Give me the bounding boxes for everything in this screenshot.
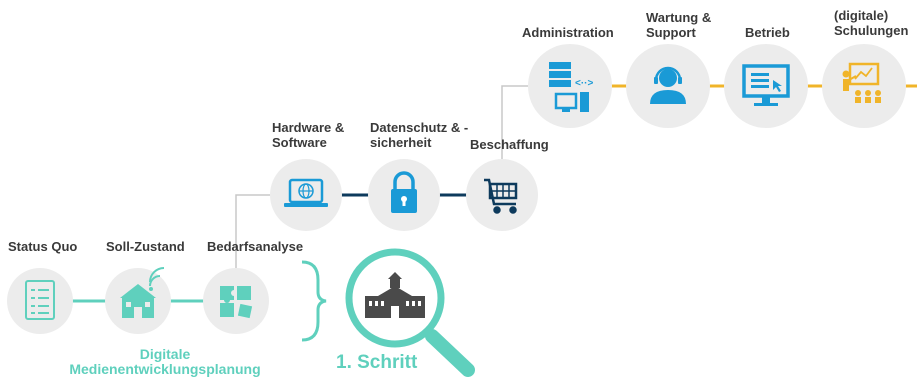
status-quo-circle — [7, 268, 73, 334]
first-step-label: 1. Schritt — [336, 352, 418, 373]
datenschutz-label-line2: sicherheit — [370, 135, 432, 150]
wartung-label-line2: Support — [646, 25, 696, 40]
administration-label: Administration — [522, 25, 614, 40]
caption-line2: Medienentwicklungsplanung — [69, 361, 261, 377]
svg-text:<··>: <··> — [575, 78, 594, 89]
schulungen-circle — [822, 44, 906, 128]
training-presentation-icon — [842, 62, 881, 103]
wartung-label: Wartung & Support — [646, 10, 711, 40]
beschaffung-circle — [466, 159, 538, 231]
curly-bracket — [301, 260, 327, 342]
wartung-label-line1: Wartung & — [646, 10, 712, 25]
caption-line1: Digitale — [139, 346, 191, 362]
hardware-circle — [270, 159, 342, 231]
schulungen-label-line1: (digitale) — [834, 8, 889, 23]
soll-zustand-label: Soll-Zustand — [106, 239, 185, 254]
hardware-label-line2: Software — [272, 135, 327, 150]
step-line-2 — [501, 85, 540, 162]
bedarfsanalyse-label: Bedarfsanalyse — [207, 239, 304, 254]
datenschutz-label: Datenschutz & - sicherheit — [370, 120, 468, 150]
monitor-icon — [742, 64, 790, 106]
schulungen-label-line2: Schulungen — [834, 23, 909, 38]
shopping-cart-icon — [484, 178, 518, 214]
step-line-1 — [235, 194, 270, 270]
hardware-label: Hardware & Software — [272, 120, 344, 150]
magnifier-school-icon — [345, 248, 475, 377]
beschaffung-label: Beschaffung — [470, 137, 549, 152]
bedarfsanalyse-circle — [203, 268, 269, 334]
status-quo-label: Status Quo — [8, 239, 78, 254]
padlock-icon — [391, 171, 417, 213]
school-wifi-icon — [120, 267, 165, 318]
hardware-label-line1: Hardware & — [272, 120, 345, 135]
laptop-globe-icon — [284, 178, 328, 207]
betrieb-label: Betrieb — [745, 25, 790, 40]
datenschutz-label-line1: Datenschutz & - — [370, 120, 469, 135]
headset-support-icon — [650, 66, 686, 104]
server-network-icon: <··> — [549, 62, 594, 112]
schulungen-label: (digitale) Schulungen — [834, 8, 908, 38]
checklist-icon — [25, 280, 55, 320]
puzzle-icon — [220, 286, 253, 319]
